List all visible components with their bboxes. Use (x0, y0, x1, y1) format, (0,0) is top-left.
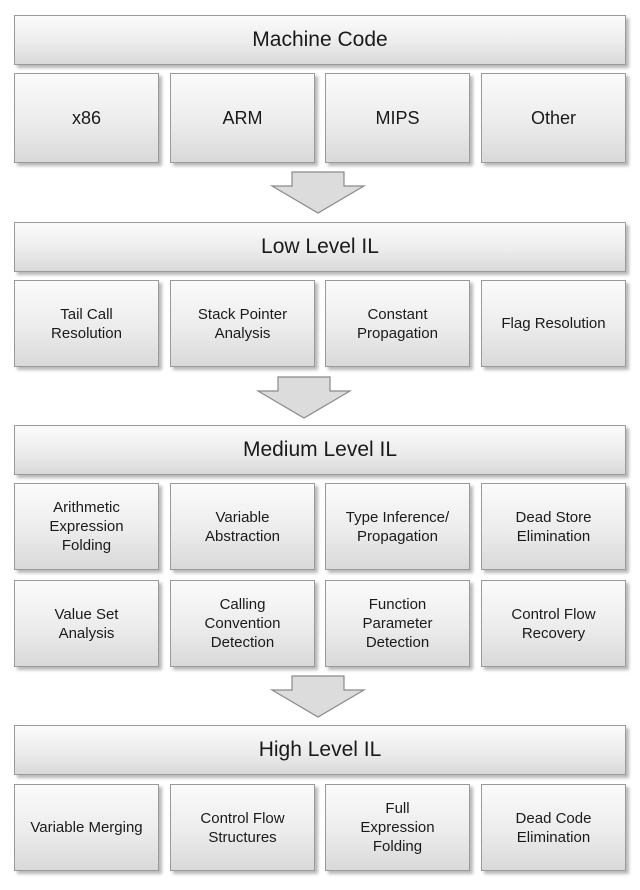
cell-variable-merging: Variable Merging (14, 784, 159, 871)
cell-arithmetic-expression-folding: Arithmetic Expression Folding (14, 483, 159, 570)
cell-type-inference-propagation: Type Inference/ Propagation (325, 483, 470, 570)
cell-flag-resolution: Flag Resolution (481, 280, 626, 367)
cell-tail-call-resolution: Tail Call Resolution (14, 280, 159, 367)
cell-dead-store-elimination: Dead Store Elimination (481, 483, 626, 570)
cell-value-set-analysis: Value Set Analysis (14, 580, 159, 667)
cell-other: Other (481, 73, 626, 163)
down-arrow-icon (255, 376, 353, 419)
cell-constant-propagation: Constant Propagation (325, 280, 470, 367)
cell-dead-code-elimination: Dead Code Elimination (481, 784, 626, 871)
down-arrow-icon (269, 171, 367, 214)
cell-stack-pointer-analysis: Stack Pointer Analysis (170, 280, 315, 367)
cell-full-expression-folding: Full Expression Folding (325, 784, 470, 871)
cell-control-flow-structures: Control Flow Structures (170, 784, 315, 871)
cell-function-parameter-detection: Function Parameter Detection (325, 580, 470, 667)
header-machine-code: Machine Code (14, 15, 626, 65)
cell-calling-convention-detection: Calling Convention Detection (170, 580, 315, 667)
cell-control-flow-recovery: Control Flow Recovery (481, 580, 626, 667)
header-medium-level-il: Medium Level IL (14, 425, 626, 475)
cell-variable-abstraction: Variable Abstraction (170, 483, 315, 570)
down-arrow-icon (269, 675, 367, 718)
cell-x86: x86 (14, 73, 159, 163)
header-low-level-il: Low Level IL (14, 222, 626, 272)
cell-mips: MIPS (325, 73, 470, 163)
cell-arm: ARM (170, 73, 315, 163)
header-high-level-il: High Level IL (14, 725, 626, 775)
